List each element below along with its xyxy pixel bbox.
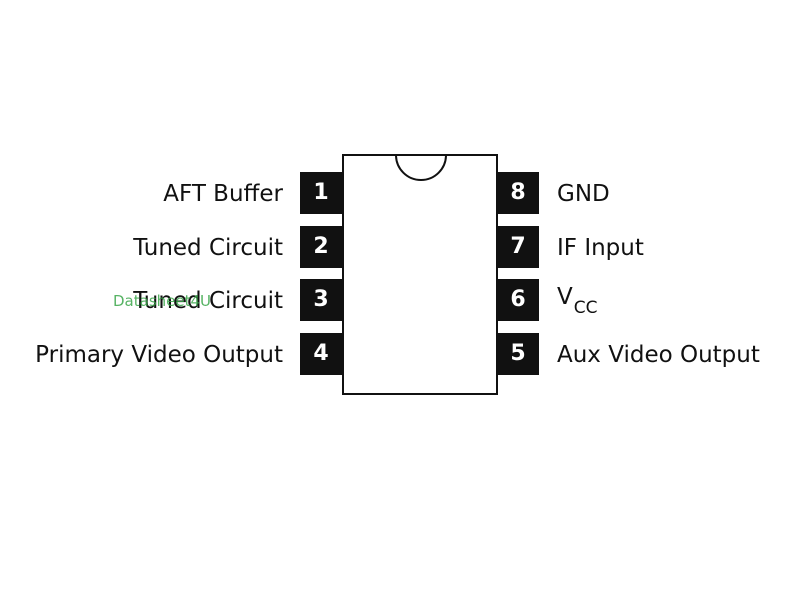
pin-6-label-subscript: CC: [573, 298, 598, 318]
pin-5-label: Aux Video Output: [557, 342, 760, 368]
pin1-notch: [395, 156, 447, 181]
pin-3-box: 3: [300, 279, 342, 321]
pin-5-box: 5: [497, 333, 539, 375]
watermark-text: Datasheet4U: [113, 292, 211, 310]
pin-8-box: 8: [497, 172, 539, 214]
pin-3-label: Tuned Circuit: [133, 288, 283, 314]
pin-6-label: VCC: [557, 282, 597, 318]
pin-4-label: Primary Video Output: [35, 342, 283, 368]
pin-6-label-main: V: [557, 284, 573, 310]
pin-4-box: 4: [300, 333, 342, 375]
ic-body: [342, 154, 498, 395]
pin-2-box: 2: [300, 226, 342, 268]
pin-2-label: Tuned Circuit: [133, 235, 283, 261]
pin-1-box: 1: [300, 172, 342, 214]
pin-6-box: 6: [497, 279, 539, 321]
pin-8-label: GND: [557, 181, 610, 207]
pin-7-label: IF Input: [557, 235, 644, 261]
pin-1-label: AFT Buffer: [163, 181, 283, 207]
pin-7-box: 7: [497, 226, 539, 268]
